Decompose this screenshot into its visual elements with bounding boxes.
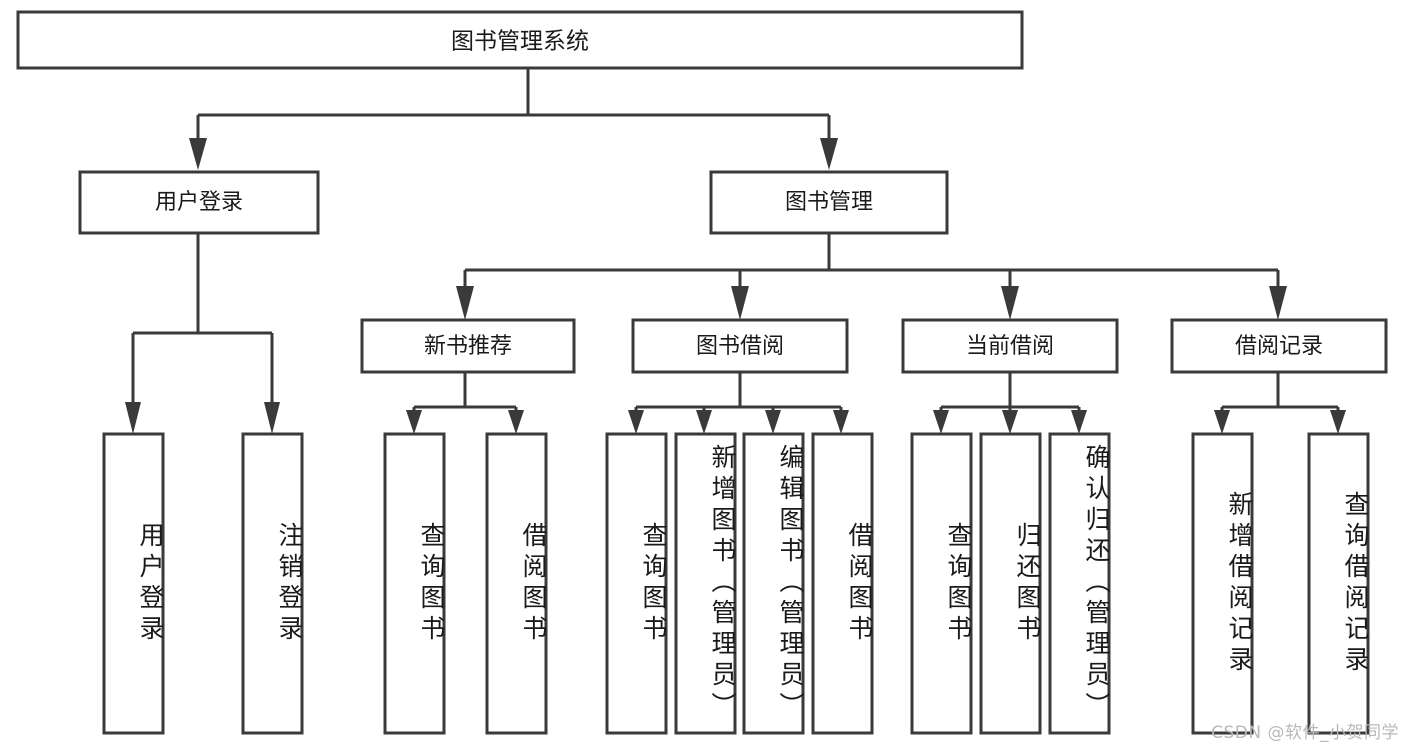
leaf-box-new-book-1[interactable] [383,432,446,735]
leaf-box-book-borrow-1[interactable] [605,432,668,735]
node-box [901,318,1119,374]
node-book-management[interactable]: 图书管理 [709,170,949,235]
node-box [709,170,949,235]
arrow-head-leaf-book-borrow-4 [833,410,849,434]
leaf-box-new-book-2[interactable] [485,432,548,735]
arrow-head-new-book [456,286,474,320]
arrow-head-leaf-user-login-1 [125,402,141,434]
node-root-book-management-system[interactable]: 图书管理系统 [16,10,1024,70]
arrow-head-leaf-user-login-2 [264,402,280,434]
node-label-new-book-recommend: 新书推荐 [424,334,512,359]
arrow-head-leaf-borrow-record-1 [1214,410,1230,434]
arrow-head-leaf-book-borrow-2 [696,410,712,434]
arrow-head-leaf-current-borrow-1 [933,410,949,434]
arrow-head-leaf-current-borrow-2 [1002,410,1018,434]
watermark-text: CSDN @软件_小贺同学 [1211,723,1399,743]
node-box [631,318,849,374]
node-box [360,318,576,374]
arrow-head-book-borrow [731,286,749,320]
node-label-root: 图书管理系统 [451,29,589,55]
leaf-box-user-login-1[interactable] [102,432,165,735]
connector-group [125,68,1346,434]
arrow-head-book-manage [820,138,838,170]
node-box [16,10,1024,70]
leaf-box-user-login-2[interactable] [241,432,304,735]
leaf-box-book-borrow-4[interactable] [811,432,874,735]
leaf-box-borrow-record-1[interactable] [1191,432,1254,735]
leaf-box-book-borrow-2[interactable] [674,432,737,735]
node-label-borrow-record: 借阅记录 [1235,334,1323,359]
leaf-box-current-borrow-1[interactable] [910,432,973,735]
arrow-head-leaf-new-book-2 [508,410,524,434]
arrow-head-leaf-new-book-1 [406,410,422,434]
arrow-head-leaf-book-borrow-1 [628,410,644,434]
arrow-head-leaf-borrow-record-2 [1330,410,1346,434]
node-book-borrow[interactable]: 图书借阅 [631,318,849,374]
node-label-book-borrow: 图书借阅 [696,334,784,359]
arrow-head-leaf-current-borrow-3 [1071,410,1087,434]
node-current-borrow[interactable]: 当前借阅 [901,318,1119,374]
node-new-book-recommend[interactable]: 新书推荐 [360,318,576,374]
node-borrow-record[interactable]: 借阅记录 [1170,318,1388,374]
node-label-current-borrow: 当前借阅 [966,334,1054,359]
arrow-head-current-borrow [1001,286,1019,320]
leaf-box-current-borrow-2[interactable] [979,432,1042,735]
leaf-box-borrow-record-2[interactable] [1307,432,1370,735]
arrow-head-borrow-record [1269,286,1287,320]
node-box [1170,318,1388,374]
node-label-book-management: 图书管理 [785,190,873,215]
leaf-box-current-borrow-3[interactable] [1048,432,1111,735]
leaf-box-book-borrow-3[interactable] [742,432,805,735]
arrow-head-user-login [189,138,207,170]
arrow-head-leaf-book-borrow-3 [765,410,781,434]
node-label-user-login: 用户登录 [155,190,243,215]
node-box [78,170,320,235]
node-user-login[interactable]: 用户登录 [78,170,320,235]
